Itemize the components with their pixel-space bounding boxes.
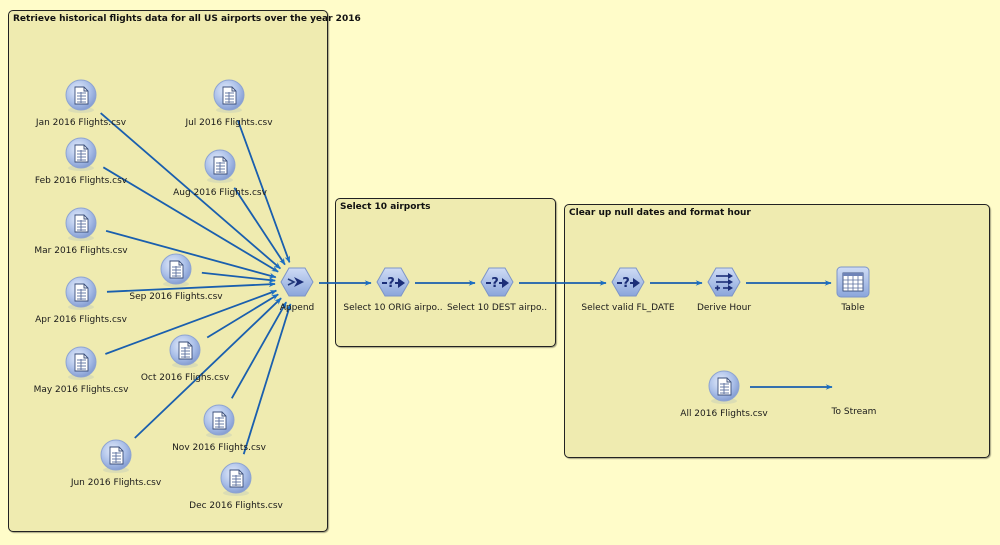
file-source-icon xyxy=(99,439,133,473)
node-label: Table xyxy=(841,303,865,313)
select-filter-icon: ? xyxy=(611,266,645,300)
append-icon xyxy=(280,266,314,300)
file-source-icon xyxy=(203,149,237,183)
link-nov-to-append[interactable] xyxy=(231,301,287,399)
supernode-title: Retrieve historical flights data for all… xyxy=(13,14,361,24)
supernode-title: Select 10 airports xyxy=(340,202,431,212)
link-oct-to-append[interactable] xyxy=(206,293,279,339)
file-source-icon xyxy=(212,79,246,113)
node-label: Nov 2016 Flights.csv xyxy=(172,443,266,453)
table-icon xyxy=(836,266,870,300)
select-filter-icon: ? xyxy=(480,266,514,300)
node-label: Select valid FL_DATE xyxy=(581,303,675,313)
node-label: Derive Hour xyxy=(696,303,752,313)
file-source-icon xyxy=(64,207,98,241)
link-aug-to-append[interactable] xyxy=(233,187,286,266)
node-label: Oct 2016 Flighs.csv xyxy=(140,373,230,383)
select-filter-icon: ? xyxy=(376,266,410,300)
node-label: Mar 2016 Flights.csv xyxy=(34,246,128,256)
node-label: Feb 2016 Flights.csv xyxy=(34,176,128,186)
node-label: May 2016 Flights.csv xyxy=(33,385,129,395)
file-source-icon xyxy=(219,462,253,496)
svg-text:?: ? xyxy=(491,276,499,291)
file-source-icon xyxy=(168,334,202,368)
node-label: Apr 2016 Flights.csv xyxy=(35,315,127,325)
file-source-icon xyxy=(159,253,193,287)
node-label: Dec 2016 Flights.csv xyxy=(189,501,283,511)
supernode-select-airports[interactable]: Select 10 airports xyxy=(335,198,556,347)
node-label: Select 10 DEST airpo.. xyxy=(446,303,548,313)
link-feb-to-append[interactable] xyxy=(102,166,279,273)
node-label: Sep 2016 Flights.csv xyxy=(129,292,223,302)
link-apr-to-append[interactable] xyxy=(106,281,276,293)
file-source-icon xyxy=(64,276,98,310)
svg-text:?: ? xyxy=(387,276,395,291)
supernode-clean[interactable]: Clear up null dates and format hour xyxy=(564,204,990,458)
node-label: Jan 2016 Flights.csv xyxy=(35,118,127,128)
node-label: Aug 2016 Flights.csv xyxy=(173,188,267,198)
link-dec-to-append[interactable] xyxy=(242,303,292,455)
file-source-icon xyxy=(707,370,741,404)
node-label: To Stream xyxy=(831,407,877,417)
supernode-title: Clear up null dates and format hour xyxy=(569,208,751,218)
link-mar-to-append[interactable] xyxy=(105,229,277,279)
link-sep-to-append[interactable] xyxy=(201,271,276,283)
file-source-icon xyxy=(64,137,98,171)
node-label: Jul 2016 Flights.csv xyxy=(185,118,273,128)
node-label: Select 10 ORIG airpo.. xyxy=(343,303,443,313)
node-label: All 2016 Flights.csv xyxy=(680,409,768,419)
link-jan-to-append[interactable] xyxy=(100,112,281,270)
file-source-icon xyxy=(64,79,98,113)
svg-text:?: ? xyxy=(622,276,630,291)
link-may-to-append[interactable] xyxy=(105,289,278,355)
node-label: Append xyxy=(279,303,315,313)
stream-output-icon xyxy=(837,370,871,404)
node-label: Jun 2016 Flights.csv xyxy=(70,478,162,488)
file-source-icon xyxy=(202,404,236,438)
link-jul-to-append[interactable] xyxy=(237,120,291,263)
derive-icon xyxy=(707,266,741,300)
file-source-icon xyxy=(64,346,98,380)
link-jun-to-append[interactable] xyxy=(134,297,282,439)
